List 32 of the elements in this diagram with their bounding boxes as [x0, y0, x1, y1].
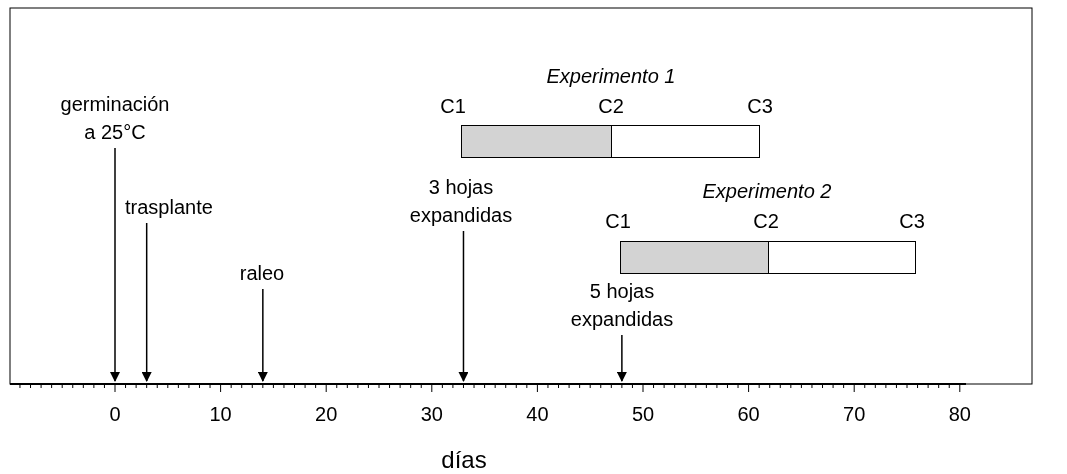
- checkpoint-label: C1: [605, 209, 631, 234]
- tick-label: 60: [737, 402, 760, 427]
- stage-label: trasplante: [125, 193, 213, 221]
- tick-label: 50: [631, 402, 655, 427]
- period-bar: [767, 241, 917, 274]
- stage-label: raleo: [239, 259, 285, 287]
- checkpoint-label: C2: [753, 209, 779, 234]
- tick-label: 20: [315, 402, 338, 427]
- experiment-title: Experimento 2: [702, 179, 832, 204]
- tick-label: 80: [948, 402, 971, 427]
- checkpoint-label: C3: [899, 209, 925, 234]
- tick-label: 70: [843, 402, 866, 427]
- checkpoint-label: C2: [598, 94, 624, 119]
- experiment-title: Experimento 1: [546, 64, 676, 89]
- tick-label: 30: [420, 402, 443, 427]
- tick-label: 0: [109, 402, 121, 427]
- arrow: [458, 230, 469, 382]
- checkpoint-label: C3: [747, 94, 773, 119]
- arrow: [616, 334, 627, 382]
- period-bar: [611, 125, 761, 158]
- stage-label: 3 hojas expandidas: [391, 173, 531, 229]
- arrow: [257, 288, 268, 382]
- shaded-period-bar: [461, 125, 613, 158]
- arrow: [141, 222, 152, 382]
- arrow: [110, 147, 120, 382]
- stage-label: 5 hojas expandidas: [552, 277, 692, 333]
- tick-label: 10: [209, 402, 232, 427]
- tick-label: 40: [526, 402, 549, 427]
- axis-title: días: [441, 446, 487, 473]
- stage-label: germinación a 25°C: [57, 90, 173, 146]
- shaded-period-bar: [619, 241, 769, 274]
- checkpoint-label: C1: [440, 94, 466, 119]
